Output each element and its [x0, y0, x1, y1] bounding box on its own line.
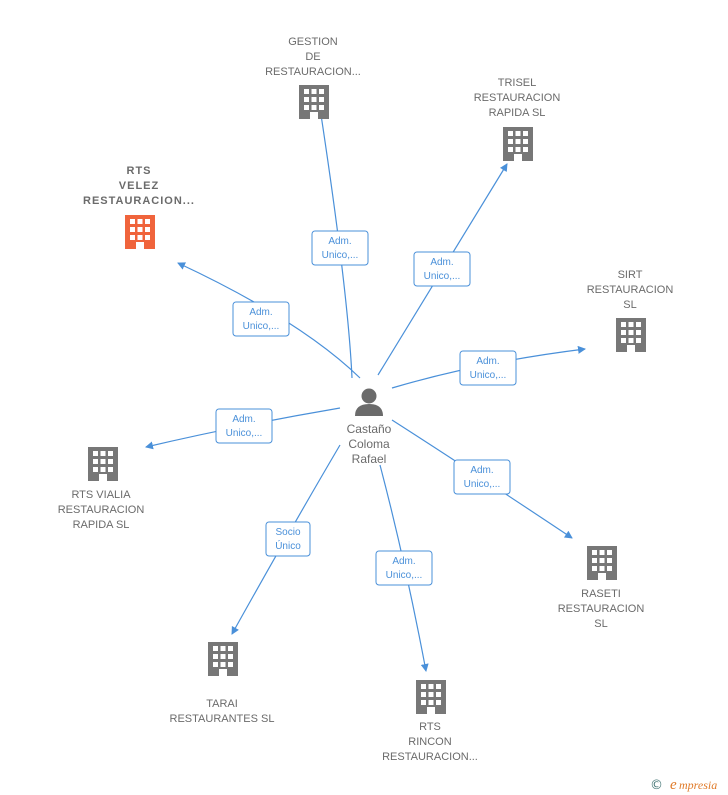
company-name-line: VELEZ: [119, 180, 159, 192]
footer-brand: © e mpresia: [650, 777, 717, 793]
company-name-line: RINCON: [408, 736, 451, 748]
center-name-line-3: Rafael: [352, 452, 387, 466]
company-name-line: RESTAURACION...: [382, 751, 478, 763]
company-name-line: GESTION: [288, 36, 338, 48]
company-name-line: TARAI: [206, 698, 238, 710]
building-icon: [208, 642, 238, 676]
center-name-line-1: Castaño: [347, 422, 392, 436]
relation-label-box[interactable]: [232, 301, 290, 337]
relation-label-line: Adm.: [232, 414, 255, 425]
copyright-symbol: ©: [650, 778, 663, 793]
relation-label-line: Unico,...: [226, 428, 263, 439]
brand-initial: e: [670, 777, 677, 793]
relation-label-line: Único: [275, 539, 301, 552]
company-name-line: RASETI: [581, 588, 621, 600]
company-name-line: RTS: [127, 165, 152, 177]
company-node-raseti[interactable]: RASETI RESTAURACION SL: [558, 546, 645, 630]
nodes-layer: GESTION DE RESTAURACION... TRISEL RESTAURACI…: [58, 36, 674, 763]
relation-label-box[interactable]: [459, 350, 517, 386]
company-name-line: SL: [594, 618, 607, 630]
company-name-line: RESTAURACION...: [265, 66, 361, 78]
company-name-line: DE: [305, 51, 320, 63]
relation-label-line: Socio: [275, 527, 300, 538]
center-name-line-2: Coloma: [348, 437, 390, 451]
company-name-line: RESTAURANTES SL: [170, 713, 275, 725]
company-name-line: TRISEL: [498, 77, 537, 89]
building-icon: [88, 447, 118, 481]
relation-label-box[interactable]: [413, 251, 471, 287]
company-node-tarai[interactable]: TARAI RESTAURANTES SL: [170, 642, 275, 725]
relation-label-line: Unico,...: [386, 570, 423, 581]
company-name-line: RESTAURACION: [587, 284, 674, 296]
relation-raseti: Adm. Unico,...: [391, 419, 573, 539]
relation-label-line: Unico,...: [322, 250, 359, 261]
relation-label-line: Unico,...: [470, 370, 507, 381]
relation-label-line: Unico,...: [243, 321, 280, 332]
relation-label-line: Unico,...: [424, 271, 461, 282]
building-icon: [299, 85, 329, 119]
person-icon: [355, 388, 383, 416]
company-node-gestion[interactable]: GESTION DE RESTAURACION...: [265, 36, 361, 119]
building-icon: [416, 680, 446, 714]
relation-rts-rincon: Adm. Unico,...: [375, 464, 433, 672]
relation-label-box[interactable]: [375, 550, 433, 586]
relation-label-box[interactable]: [311, 230, 369, 266]
edges-layer: Adm.Unico,...Adm.Unico,...Adm.Unico,...A…: [145, 94, 586, 672]
center-person-node[interactable]: Castaño Coloma Rafael: [347, 388, 392, 467]
company-name-line: RESTAURACION: [474, 92, 561, 104]
relation-label-line: Adm.: [476, 356, 499, 367]
brand-name: mpresia: [679, 778, 717, 792]
company-name-line: RTS: [419, 721, 441, 733]
building-icon: [503, 127, 533, 161]
relation-label-box[interactable]: [215, 408, 273, 444]
building-icon: [587, 546, 617, 580]
relation-trisel: Adm. Unico,...: [377, 163, 508, 376]
company-name-line: RAPIDA SL: [489, 107, 546, 119]
relation-sirt: Adm. Unico,...: [391, 345, 586, 389]
relation-rts-vialia: Adm. Unico,...: [145, 407, 341, 450]
company-name-line: SIRT: [618, 269, 643, 281]
building-icon: [616, 318, 646, 352]
relation-gestion: Adm. Unico,...: [311, 94, 369, 379]
company-node-rts-velez[interactable]: RTS VELEZ RESTAURACION...: [83, 165, 195, 249]
relation-label-box[interactable]: [265, 521, 311, 557]
company-node-trisel[interactable]: TRISEL RESTAURACION RAPIDA SL: [474, 77, 561, 161]
relation-label-line: Adm.: [328, 236, 351, 247]
company-name-line: RAPIDA SL: [73, 519, 130, 531]
company-name-line: RESTAURACION: [58, 504, 145, 516]
relation-label-line: Adm.: [392, 556, 415, 567]
company-node-rts-vialia[interactable]: RTS VIALIA RESTAURACION RAPIDA SL: [58, 447, 145, 531]
company-name-line: RESTAURACION: [558, 603, 645, 615]
relation-label-line: Unico,...: [464, 479, 501, 490]
company-name-line: RTS VIALIA: [71, 489, 131, 501]
company-name-line: SL: [623, 299, 636, 311]
company-node-rts-rincon[interactable]: RTS RINCON RESTAURACION...: [382, 680, 478, 763]
relation-label-line: Adm.: [249, 307, 272, 318]
company-name-line: RESTAURACION...: [83, 195, 195, 207]
company-node-sirt[interactable]: SIRT RESTAURACION SL: [587, 269, 674, 352]
relation-label-line: Adm.: [430, 257, 453, 268]
relation-rts-velez: Adm. Unico,...: [177, 262, 361, 379]
relation-label-line: Adm.: [470, 465, 493, 476]
relation-label-box[interactable]: [453, 459, 511, 495]
building-icon: [125, 215, 155, 249]
